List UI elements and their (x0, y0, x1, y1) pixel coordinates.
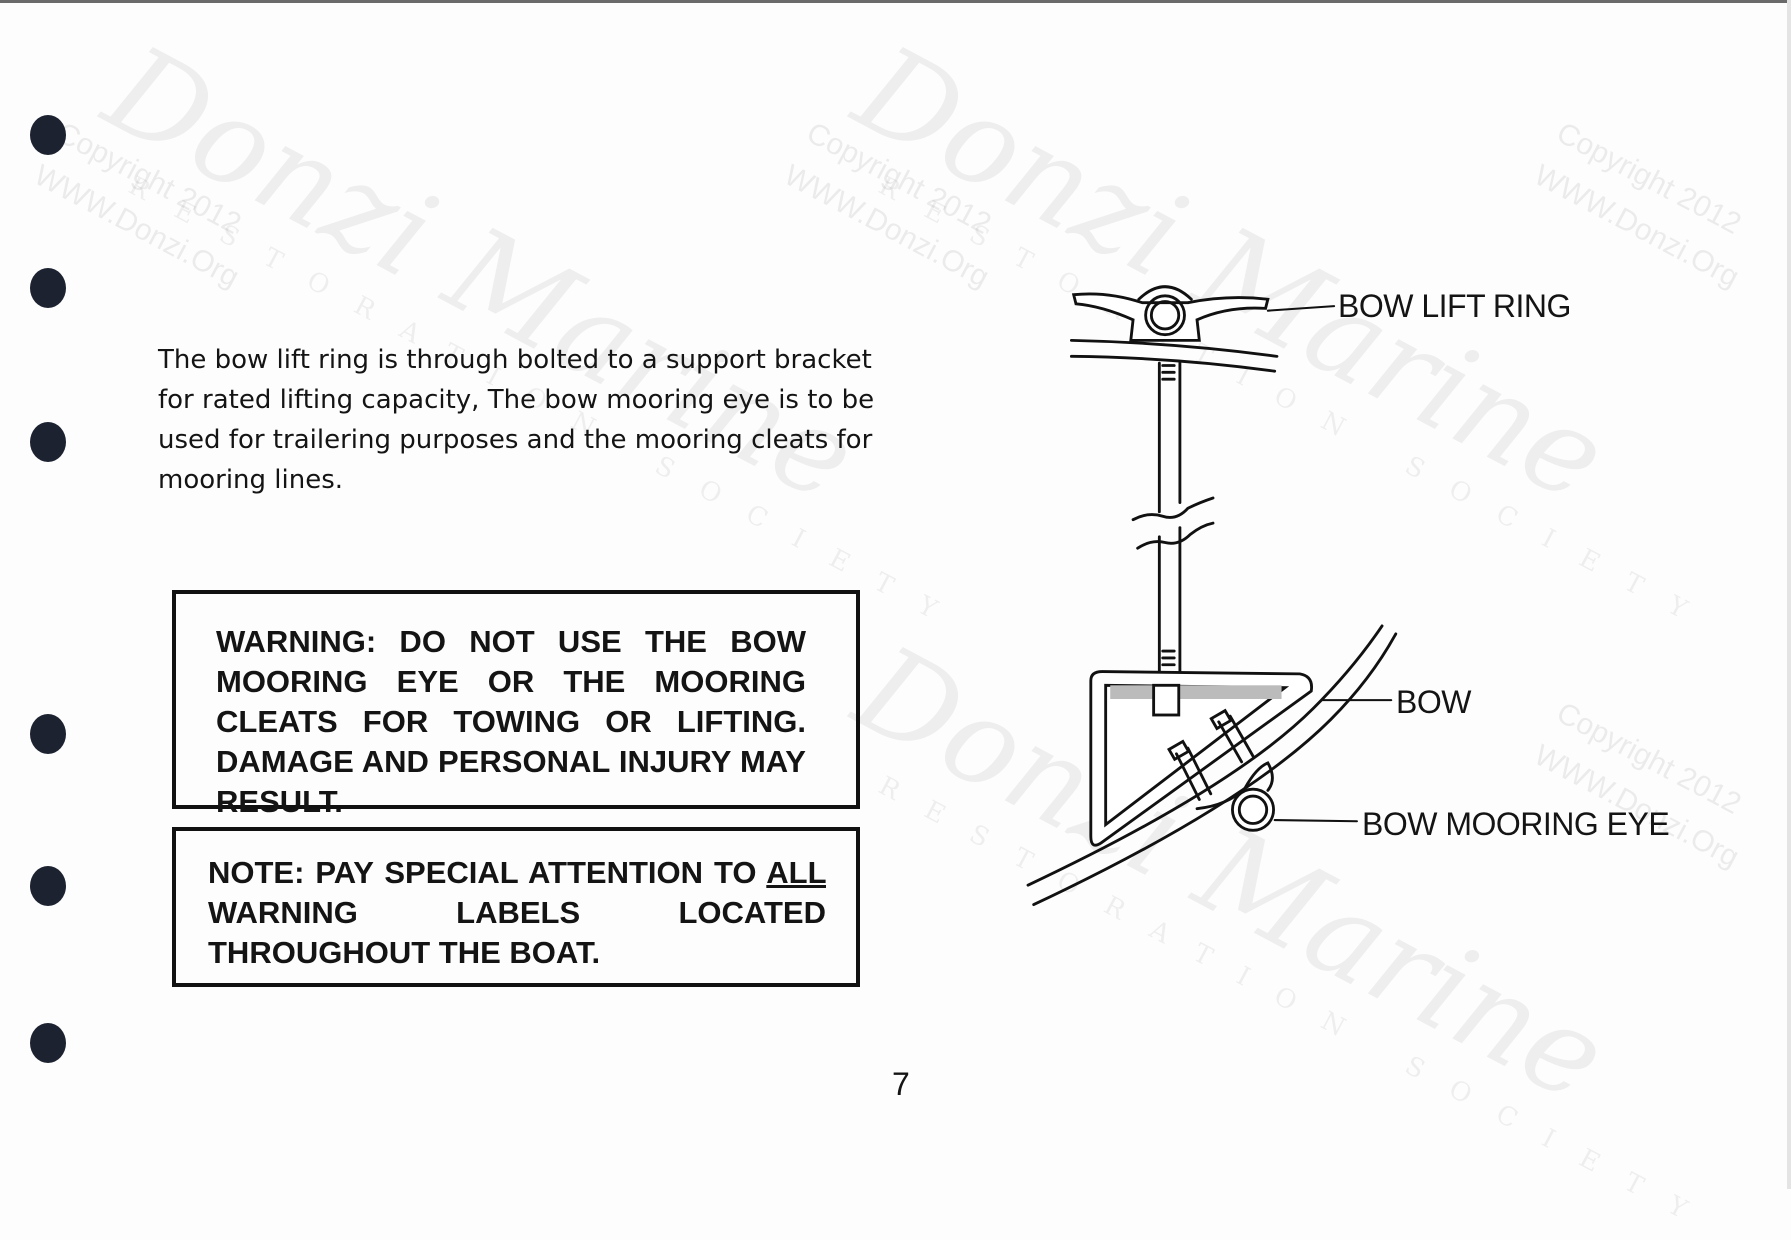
deck-lines (1069, 338, 1279, 373)
label-bow-mooring-eye: BOW MOORING EYE (1362, 806, 1670, 842)
body-paragraph: The bow lift ring is through bolted to a… (158, 345, 875, 495)
leader-lines (1266, 305, 1393, 823)
note-emphasis: ALL (766, 855, 826, 890)
note-box: NOTE: PAY SPECIAL ATTENTION TO ALL WARNI… (172, 827, 860, 987)
note-text: WARNING LABELS LOCATED THROUGHOUT THE BO… (208, 895, 826, 970)
scan-top-edge (0, 0, 1791, 3)
label-bow: BOW (1396, 684, 1471, 720)
binder-hole (30, 714, 66, 754)
bow-mooring-eye-icon (1195, 761, 1275, 832)
scan-right-edge (1787, 0, 1791, 1189)
bolts (1167, 708, 1255, 801)
note-text: NOTE: PAY SPECIAL ATTENTION TO (208, 855, 767, 890)
support-bracket (1089, 670, 1313, 847)
support-rod (1131, 361, 1215, 676)
binder-hole (30, 1023, 66, 1063)
bow-hardware-diagram (1026, 285, 1398, 907)
binder-hole (30, 115, 66, 155)
binder-hole (30, 866, 66, 906)
page-number: 7 (892, 1066, 910, 1102)
binder-hole (30, 422, 66, 462)
warning-box: WARNING: DO NOT USE THE BOW MOORING EYE … (172, 590, 860, 819)
binder-hole (30, 268, 66, 308)
bow-hull-curves (1026, 624, 1398, 907)
bow-lift-ring-icon (1071, 285, 1270, 342)
label-bow-lift-ring: BOW LIFT RING (1338, 288, 1571, 324)
